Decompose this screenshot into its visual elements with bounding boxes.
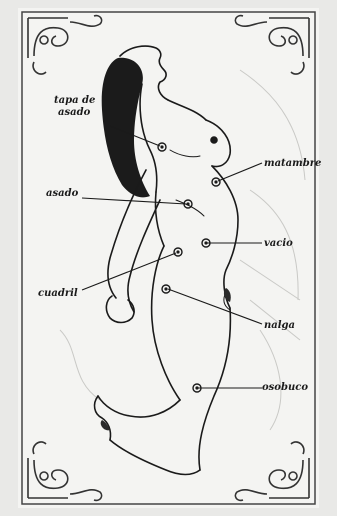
label-tapa-de-asado-line1: tapa de [54, 95, 95, 106]
label-osobuco: osobuco [262, 382, 308, 393]
label-tapa-de-asado-line2: asado [58, 107, 91, 118]
label-vacio: vacio [264, 238, 293, 249]
label-cuadril: cuadril [38, 288, 78, 299]
label-asado: asado [46, 188, 79, 199]
label-nalga: nalga [264, 320, 295, 331]
label-matambre: matambre [264, 158, 321, 169]
paper [18, 8, 319, 508]
